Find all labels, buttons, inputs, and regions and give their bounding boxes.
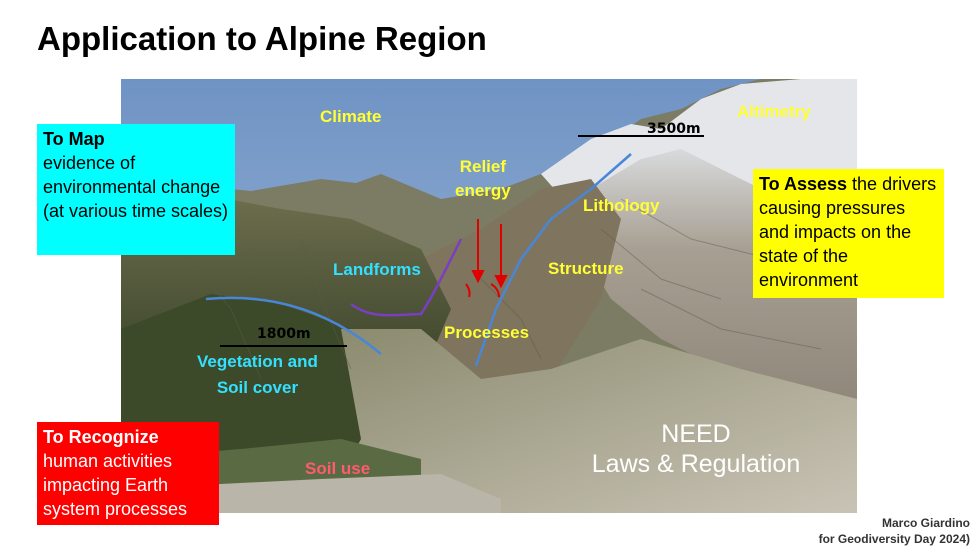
to-assess-heading: To Assess [759, 174, 848, 194]
to-assess-box: To Assess the drivers causing pressures … [753, 169, 944, 298]
page-title: Application to Alpine Region [37, 20, 487, 57]
to-map-heading: To Map [43, 129, 105, 149]
credit: Marco Giardino for Geodiversity Day 2024… [819, 515, 970, 547]
label-climate: Climate [320, 107, 382, 126]
need-laws-text: NEED Laws & Regulation [566, 419, 826, 479]
label-vegetation-line2: Soil cover [216, 378, 299, 397]
elevation-low: 1800m [257, 326, 311, 342]
to-map-box: To Map evidence of environmental change … [37, 124, 235, 255]
landforms-line [350, 238, 463, 317]
label-altimetry: Altimetry [737, 102, 811, 121]
label-vegetation-line1: Vegetation and [197, 352, 318, 371]
label-relief-line1: Relief [459, 157, 507, 176]
relief-energy-arrows [471, 219, 508, 289]
elevation-high: 3500m [647, 121, 701, 137]
to-recognize-heading: To Recognize [43, 427, 159, 447]
label-relief-line2: energy [455, 181, 511, 200]
alpine-landscape-illustration [121, 79, 857, 513]
need-line1: NEED [661, 420, 731, 448]
need-line2: Laws & Regulation [591, 450, 801, 478]
to-recognize-body: human activities impacting Earth system … [43, 451, 188, 519]
label-soil-use: Soil use [305, 459, 371, 478]
label-vegetation: Vegetation and Soil cover [197, 349, 318, 401]
credit-line2: for Geodiversity Day 2024) [818, 532, 970, 546]
label-processes: Processes [444, 323, 530, 342]
vegetation-limit-line [205, 296, 382, 355]
to-recognize-box: To Recognize human activities impacting … [37, 422, 219, 525]
credit-line1: Marco Giardino [881, 516, 970, 530]
alpine-valley-photo [121, 79, 857, 513]
label-structure: Structure [548, 259, 624, 278]
to-assess-body: the drivers causing pressures and impact… [759, 174, 937, 290]
label-relief-energy: Relief energy [455, 155, 511, 203]
label-landforms: Landforms [333, 260, 421, 279]
label-lithology: Lithology [583, 196, 660, 215]
processes-line [474, 153, 632, 367]
to-map-body: evidence of environmental change (at var… [43, 153, 229, 221]
